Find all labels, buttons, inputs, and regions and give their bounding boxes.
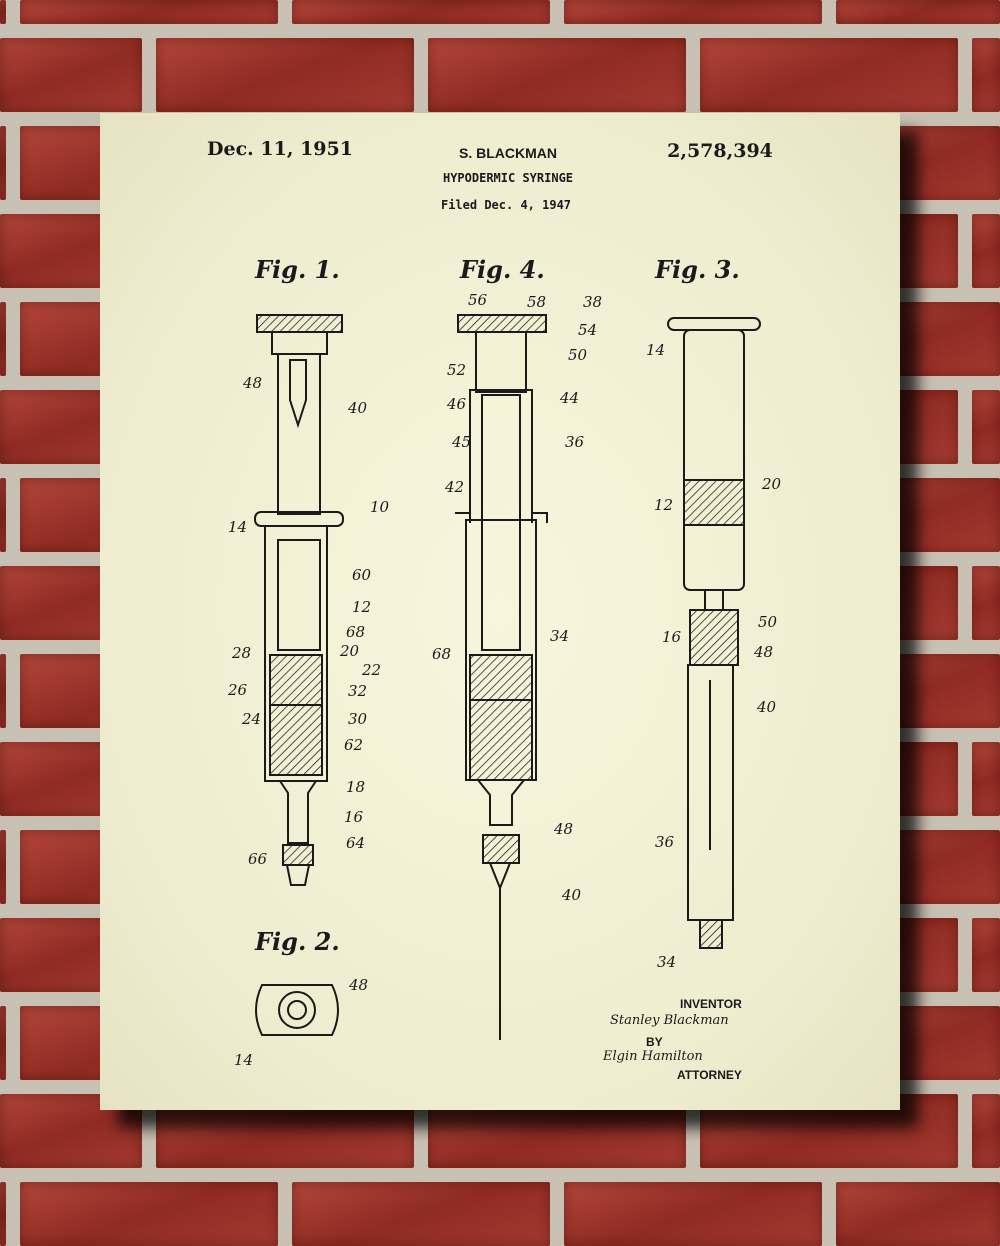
svg-text:18: 18 — [346, 778, 365, 796]
svg-text:38: 38 — [583, 293, 602, 311]
svg-text:36: 36 — [655, 833, 675, 851]
brick — [0, 126, 6, 200]
svg-text:Stanley Blackman: Stanley Blackman — [610, 1013, 729, 1028]
fig1-syringe — [254, 314, 344, 886]
svg-text:26: 26 — [227, 681, 248, 699]
svg-text:24: 24 — [241, 710, 261, 728]
svg-text:48: 48 — [553, 820, 573, 838]
svg-text:46: 46 — [446, 395, 467, 413]
svg-text:16: 16 — [662, 628, 682, 646]
brick — [564, 0, 822, 24]
svg-text:40: 40 — [756, 698, 777, 716]
svg-text:62: 62 — [344, 736, 363, 754]
brick — [564, 1182, 822, 1246]
fig3-syringe — [667, 317, 761, 949]
brick — [972, 742, 1000, 816]
svg-text:34: 34 — [550, 627, 569, 645]
svg-text:14: 14 — [234, 1051, 253, 1069]
svg-text:INVENTOR: INVENTOR — [680, 997, 742, 1011]
svg-text:16: 16 — [344, 808, 364, 826]
brick — [0, 1182, 6, 1246]
svg-text:60: 60 — [352, 566, 372, 584]
fig1-reference-numbers: 48 40 10 14 60 12 68 28 20 22 26 32 24 3… — [227, 374, 390, 868]
svg-text:ATTORNEY: ATTORNEY — [677, 1068, 742, 1082]
brick — [0, 654, 6, 728]
svg-text:32: 32 — [348, 682, 367, 700]
brick — [20, 1182, 278, 1246]
svg-text:12: 12 — [352, 598, 371, 616]
brick — [20, 0, 278, 24]
svg-text:50: 50 — [758, 613, 778, 631]
svg-text:54: 54 — [578, 321, 597, 339]
svg-text:20: 20 — [761, 475, 782, 493]
brick — [0, 478, 6, 552]
brick — [428, 38, 686, 112]
patent-title: HYPODERMIC SYRINGE — [443, 171, 573, 185]
svg-text:48: 48 — [242, 374, 262, 392]
svg-text:28: 28 — [231, 644, 251, 662]
svg-text:50: 50 — [568, 346, 588, 364]
fig2-reference-numbers: 48 14 — [234, 976, 368, 1069]
svg-text:40: 40 — [561, 886, 582, 904]
signature-block: INVENTOR Stanley Blackman BY Elgin Hamil… — [602, 997, 742, 1082]
svg-text:12: 12 — [654, 496, 673, 514]
brick — [972, 918, 1000, 992]
svg-text:40: 40 — [347, 399, 368, 417]
brick — [156, 38, 414, 112]
brick — [972, 1094, 1000, 1168]
fig4-syringe — [455, 314, 548, 1040]
brick — [700, 38, 958, 112]
fig1-label: Fig. 1. — [254, 255, 340, 284]
inventor-header: S. BLACKMAN — [459, 145, 557, 161]
svg-text:48: 48 — [753, 643, 773, 661]
svg-text:58: 58 — [527, 293, 546, 311]
brick — [0, 1006, 6, 1080]
brick — [0, 38, 142, 112]
svg-text:34: 34 — [657, 953, 676, 971]
svg-text:10: 10 — [370, 498, 390, 516]
svg-text:Elgin Hamilton: Elgin Hamilton — [602, 1049, 703, 1064]
fig4-reference-numbers: 56 58 38 54 50 52 46 44 45 36 42 34 68 4… — [432, 291, 602, 904]
svg-text:68: 68 — [346, 623, 365, 641]
brick — [292, 1182, 550, 1246]
brick — [972, 390, 1000, 464]
brick — [972, 566, 1000, 640]
svg-text:52: 52 — [447, 361, 466, 379]
patent-date: Dec. 11, 1951 — [207, 138, 353, 160]
fig2-label: Fig. 2. — [254, 927, 340, 956]
svg-text:66: 66 — [248, 850, 268, 868]
svg-text:BY: BY — [646, 1035, 663, 1049]
svg-text:30: 30 — [348, 710, 368, 728]
brick — [972, 38, 1000, 112]
fig4-label: Fig. 4. — [459, 255, 545, 284]
svg-text:48: 48 — [348, 976, 368, 994]
svg-text:45: 45 — [451, 433, 471, 451]
svg-text:44: 44 — [559, 389, 579, 407]
svg-text:68: 68 — [432, 645, 451, 663]
fig3-reference-numbers: 14 20 12 50 16 48 40 36 34 — [646, 341, 782, 971]
brick — [836, 1182, 1000, 1246]
svg-text:36: 36 — [565, 433, 585, 451]
filed-date: Filed Dec. 4, 1947 — [441, 198, 571, 212]
svg-text:20: 20 — [339, 642, 360, 660]
brick — [292, 0, 550, 24]
brick — [972, 214, 1000, 288]
fig3-label: Fig. 3. — [654, 255, 740, 284]
svg-text:22: 22 — [361, 661, 381, 679]
svg-text:42: 42 — [444, 478, 464, 496]
patent-number: 2,578,394 — [667, 140, 773, 162]
brick — [836, 0, 1000, 24]
brick — [0, 830, 6, 904]
svg-text:56: 56 — [468, 291, 488, 309]
svg-text:14: 14 — [646, 341, 665, 359]
brick — [0, 0, 6, 24]
fig2-cap — [255, 984, 339, 1036]
svg-text:14: 14 — [228, 518, 247, 536]
brick — [0, 302, 6, 376]
svg-text:64: 64 — [346, 834, 365, 852]
